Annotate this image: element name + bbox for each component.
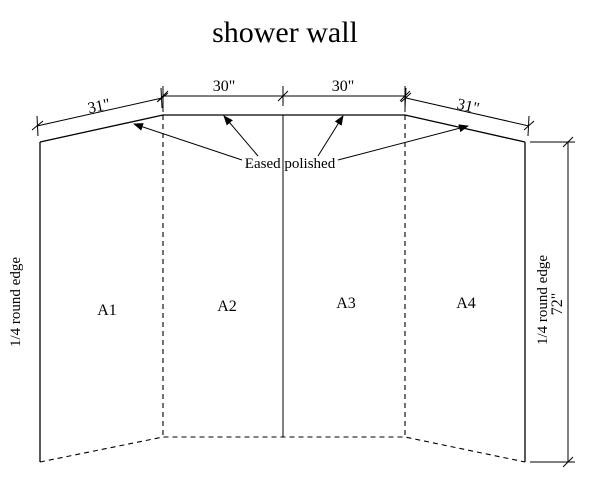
slash-tick (399, 90, 411, 102)
panel-label-a2: A2 (217, 298, 237, 315)
slash-tick (400, 92, 412, 103)
slash-tick (157, 90, 169, 102)
dimension-center: 30" 30" (157, 78, 411, 112)
leader-arrow (223, 115, 259, 157)
right-edge-note: 1/4 round edge (535, 255, 551, 345)
leader-arrow (337, 124, 469, 161)
dimension-line (405, 97, 530, 127)
dimension-label: 30" (332, 78, 355, 95)
dimension-label: 31" (455, 96, 481, 118)
slash-tick (31, 120, 44, 131)
slash-tick (562, 136, 574, 148)
slash-tick (523, 120, 535, 131)
top-edge-note: Eased polished (245, 156, 336, 172)
leader-arrow (317, 115, 344, 157)
dimension-right-panel: 31" (400, 87, 535, 137)
diagram-title: shower wall (212, 16, 358, 49)
eased-polished-callout: Eased polished (133, 115, 469, 172)
dimension-label: 30" (213, 78, 236, 95)
dimension-left-panel: 31" (31, 87, 169, 137)
leader-arrow (133, 123, 243, 161)
slash-tick (277, 90, 289, 102)
bottom-edge-line (39, 436, 526, 463)
panel-label-a3: A3 (336, 295, 356, 312)
left-edge-note: 1/4 round edge (8, 257, 24, 347)
dimension-label: 31" (86, 96, 112, 117)
panel-label-a4: A4 (456, 295, 476, 312)
panel-label-a1: A1 (97, 302, 117, 319)
dimension-height: 72" (530, 136, 575, 468)
slash-tick (562, 456, 574, 468)
dimension-line (36, 97, 163, 127)
dimension-label: 72" (549, 293, 566, 316)
